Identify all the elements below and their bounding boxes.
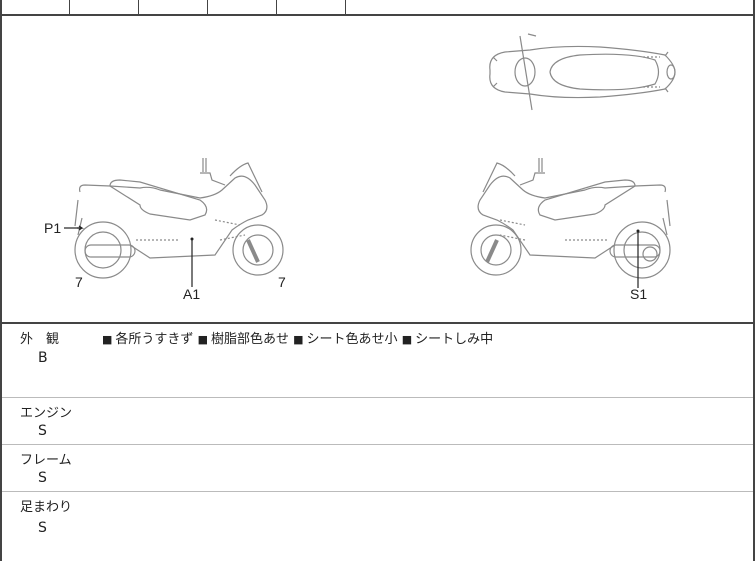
damage-pointer-lines — [64, 225, 639, 288]
section-title: 外 観 — [20, 332, 60, 347]
damage-label-a1: A1 — [183, 286, 201, 302]
section-grade: S — [38, 423, 47, 439]
header-cell-divider — [276, 0, 277, 16]
scooter-top-view-icon — [489, 33, 676, 111]
damage-label-p1: P1 — [44, 220, 62, 236]
header-cell-divider — [207, 0, 208, 16]
note-item: シートしみ中 — [415, 332, 494, 347]
header-table-row — [0, 0, 755, 16]
scooter-left-view-icon — [74, 158, 284, 279]
header-cell-divider — [138, 0, 139, 16]
section-grade: S — [38, 470, 47, 486]
damage-diagram: P1 A1 S1 7 7 — [0, 16, 755, 324]
damage-label-rear-wheel: 7 — [75, 274, 83, 290]
exterior-notes: ■各所うすきず ■樹脂部色あせ ■シート色あせ小 ■シートしみ中 — [102, 328, 493, 347]
section-exterior: 外 観 B ■各所うすきず ■樹脂部色あせ ■シート色あせ小 ■シートしみ中 — [0, 324, 755, 398]
scooter-right-view-icon — [470, 158, 671, 279]
section-title: エンジン — [20, 406, 73, 421]
bullet-square-icon: ■ — [401, 333, 413, 346]
header-cell-divider — [345, 0, 346, 16]
note-item: 各所うすきず — [115, 332, 194, 347]
note-item: シート色あせ小 — [306, 332, 398, 347]
note-item: 樹脂部色あせ — [210, 332, 289, 347]
section-suspension: 足まわり S — [0, 492, 755, 561]
section-grade: S — [38, 520, 47, 536]
section-engine: エンジン S — [0, 398, 755, 445]
bullet-square-icon: ■ — [102, 333, 113, 346]
section-frame: フレーム S — [0, 445, 755, 492]
damage-label-front-wheel: 7 — [278, 274, 286, 290]
section-title: 足まわり — [20, 500, 73, 515]
section-title: フレーム — [20, 453, 72, 468]
damage-label-s1: S1 — [630, 286, 648, 302]
bullet-square-icon: ■ — [293, 333, 304, 346]
header-cell-divider — [69, 0, 70, 16]
bullet-square-icon: ■ — [197, 333, 208, 346]
section-grade: B — [38, 350, 48, 366]
